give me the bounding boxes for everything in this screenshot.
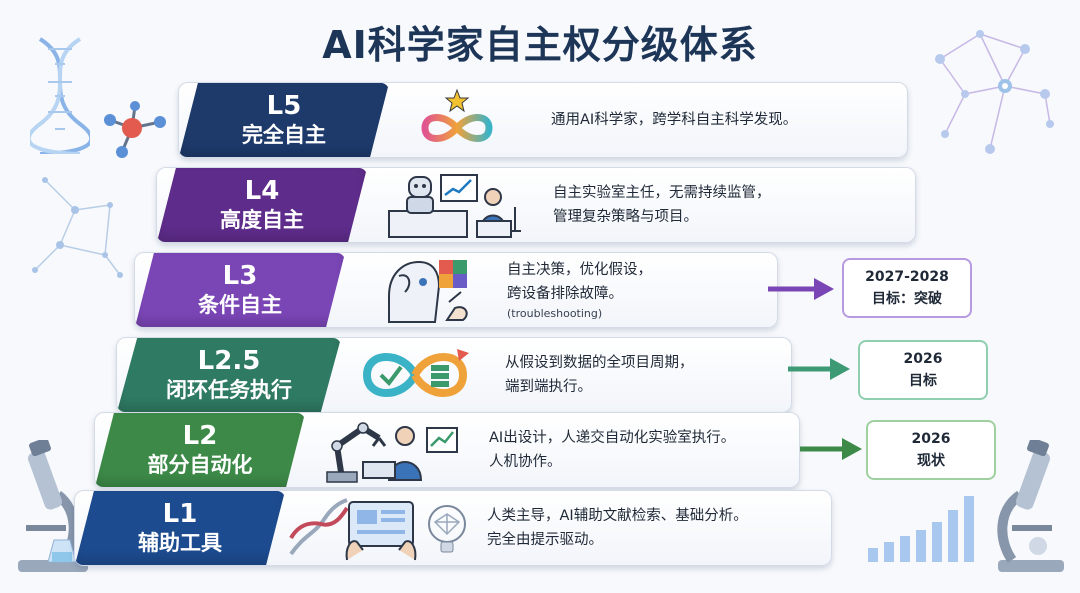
level-code: L1 [162, 499, 198, 529]
level-code: L2.5 [197, 346, 261, 376]
researcher-laptop-icon [362, 426, 458, 481]
molecule-icon [104, 101, 166, 158]
tier-l2: L2 部分自动化 AI出设计，人递交自动化实验室执行。 人机协作。 [94, 412, 800, 488]
description-line: 自主实验室主任，无需持续监管， [553, 185, 771, 201]
level-badge-l25: L2.5 闭环任务执行 [117, 338, 341, 412]
page-title: AI科学家自主权分级体系 [322, 23, 758, 67]
tier-l1: L1 辅助工具 人类主导，AI辅助文献检索、基础分析。 完全由提示驱动。 [74, 490, 832, 566]
target-year: 2026 [903, 351, 943, 367]
network-right-icon [935, 30, 1054, 154]
tablet-hands-icon [345, 501, 417, 561]
arrow-right-icon [800, 438, 862, 460]
closed-loop-icon [362, 349, 469, 397]
description-line: 跨设备排除故障。 [507, 286, 623, 302]
description-line: AI出设计，人递交自动化实验室执行。 [489, 430, 736, 446]
description-line: 通用AI科学家，跨学科自主科学发现。 [551, 112, 798, 128]
infinity-star-icon [421, 88, 493, 142]
brain-bulb-icon [428, 505, 466, 553]
tier-l5: L5 完全自主 通用AI科学家，跨学科自主科学发现。 [178, 82, 908, 158]
microscope-right-icon [997, 440, 1064, 572]
description-line: 从假设到数据的全项目周期， [505, 355, 694, 371]
robot-manager-icon [388, 174, 521, 238]
robot-arm-icon [326, 422, 458, 483]
target-box-2026-goal: 2026 目标 [858, 340, 988, 400]
puzzle-icon [439, 260, 467, 288]
level-description: 自主实验室主任，无需持续监管， 管理复杂策略与项目。 [553, 168, 771, 242]
level-name: 高度自主 [220, 208, 304, 232]
level-description: 自主决策，优化假设， 跨设备排除故障。 (troubleshooting) [507, 253, 652, 327]
level-badge-l5: L5 完全自主 [179, 83, 389, 157]
target-box-breakthrough: 2027-2028 目标：突破 [842, 258, 972, 318]
level-badge-l3: L3 条件自主 [135, 253, 345, 327]
target-year: 2027-2028 [865, 269, 949, 285]
description-line: 人机协作。 [489, 454, 562, 470]
level-badge-l2: L2 部分自动化 [95, 413, 305, 487]
microscope-left-icon [18, 440, 88, 572]
description-line: 管理复杂策略与项目。 [553, 209, 698, 225]
description-line: 端到端执行。 [505, 379, 592, 395]
arrow-right-icon [768, 278, 834, 300]
level-code: L2 [182, 421, 218, 451]
level-badge-l4: L4 高度自主 [157, 168, 367, 242]
tier-l4: L4 高度自主 自主实验室主任，无需持续监管， 管理复杂策略与项目。 [156, 167, 916, 243]
level-code: L4 [244, 176, 280, 206]
level-name: 条件自主 [198, 293, 282, 317]
dna-icon [289, 498, 466, 561]
level-name: 闭环任务执行 [166, 378, 292, 402]
dna-decoration-icon [30, 37, 90, 154]
arrow-right-icon [788, 358, 850, 380]
description-line: 完全由提示驱动。 [487, 532, 603, 548]
description-line: 人类主导，AI辅助文献检索、基础分析。 [487, 508, 748, 524]
level-description: AI出设计，人递交自动化实验室执行。 人机协作。 [489, 413, 735, 487]
target-label: 目标 [909, 373, 937, 389]
network-left-icon [32, 177, 123, 278]
target-year: 2026 [911, 431, 951, 447]
level-code: L3 [222, 261, 258, 291]
level-description: 从假设到数据的全项目周期， 端到端执行。 [505, 338, 694, 412]
chart-icon [440, 174, 478, 202]
target-label: 现状 [917, 453, 945, 469]
scientist-icon [476, 188, 521, 238]
target-label: 目标：突破 [872, 291, 942, 307]
tier-l25: L2.5 闭环任务执行 从假设到数据的全项目周期， 端到端执行。 [116, 337, 792, 413]
level-badge-l1: L1 辅助工具 [75, 491, 285, 565]
description-note: (troubleshooting) [507, 307, 603, 320]
level-name: 辅助工具 [138, 531, 222, 555]
description-line: 自主决策，优化假设， [507, 262, 652, 278]
level-description: 通用AI科学家，跨学科自主科学发现。 [551, 83, 797, 157]
bar-chart-decoration-icon [868, 496, 974, 562]
tier-l3: L3 条件自主 自主决策，优化假设， 跨设备排除故障。 (troubleshoo… [134, 252, 778, 328]
level-name: 完全自主 [242, 123, 326, 147]
level-description: 人类主导，AI辅助文献检索、基础分析。 完全由提示驱动。 [487, 491, 748, 565]
level-name: 部分自动化 [147, 453, 253, 477]
level-code: L5 [266, 91, 302, 121]
robot-head-icon [388, 260, 468, 323]
target-box-2026-current: 2026 现状 [866, 420, 996, 480]
